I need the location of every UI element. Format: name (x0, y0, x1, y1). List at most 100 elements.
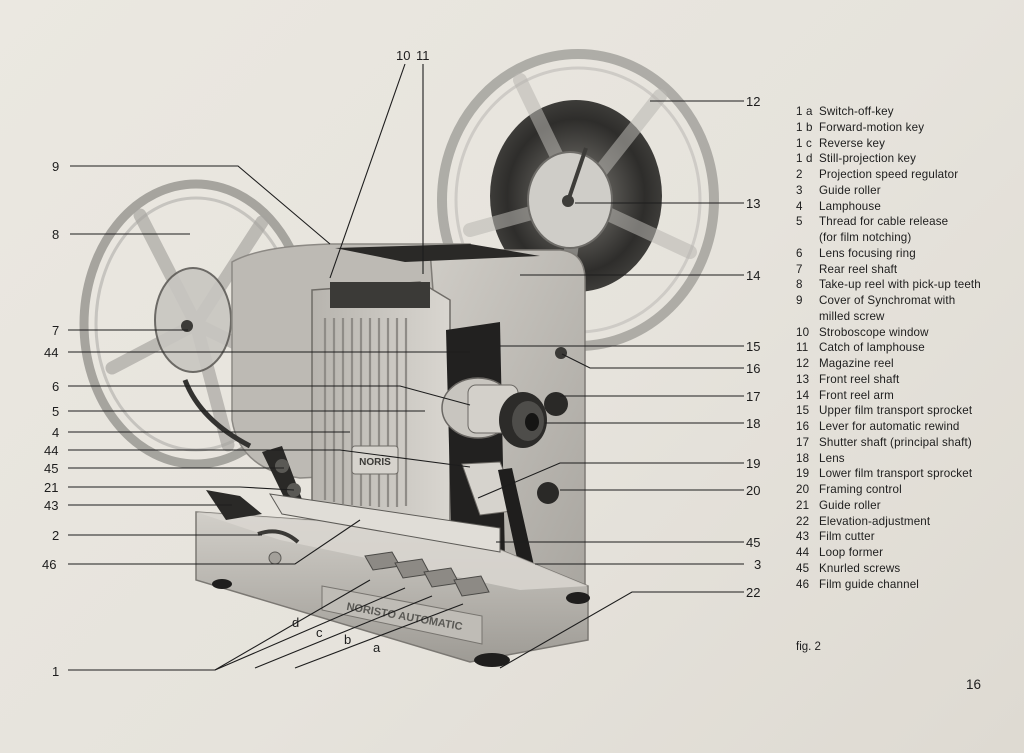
legend-text: Take-up reel with pick-up teeth (819, 277, 1016, 293)
legend-text: Cover of Synchromat with milled screw (819, 293, 1016, 325)
legend-item: 8 Take-up reel with pick-up teeth (796, 277, 1016, 293)
legend-text-line: Forward-motion key (819, 120, 925, 134)
legend-text: Lamphouse (819, 199, 1016, 215)
callout-21: 21 (44, 480, 58, 495)
legend-key: 46 (796, 577, 810, 591)
legend-text-line: Film cutter (819, 530, 875, 544)
callout-44-lower: 44 (44, 443, 58, 458)
legend-text-line: Guide roller (819, 183, 881, 197)
legend-key: 8 (796, 278, 803, 292)
legend-text: Reverse key (819, 136, 1016, 152)
legend-key: 11 (796, 341, 809, 355)
legend-text: Projection speed regulator (819, 167, 1016, 183)
callout-43: 43 (44, 498, 58, 513)
legend-text-line: Still-projection key (819, 152, 917, 166)
legend-key: 22 (796, 514, 810, 528)
legend-text: Elevation-adjustment (819, 514, 1016, 530)
callout-17: 17 (746, 389, 760, 404)
legend-item: 15 Upper film transport sprocket (796, 403, 1016, 419)
callout-10: 10 (396, 48, 410, 63)
legend-text: Lens focusing ring (819, 246, 1016, 262)
legend-text-line: Lever for automatic rewind (819, 420, 960, 433)
legend-text-line: Cover of Synchromat with (819, 294, 956, 307)
legend-text: Front reel arm (819, 388, 1016, 404)
legend-text-line: Knurled screws (819, 561, 901, 575)
callout-5: 5 (52, 404, 59, 419)
legend-key: 6 (796, 246, 803, 260)
callout-14: 14 (746, 268, 760, 283)
legend-item: 43 Film cutter (796, 529, 1016, 545)
legend-item: 22 Elevation-adjustment (796, 514, 1016, 530)
legend-text-line: milled screw (819, 309, 885, 323)
legend-text: Guide roller (819, 183, 1016, 199)
legend-key: 4 (796, 199, 803, 213)
legend-text: Upper film transport sprocket (819, 403, 1016, 419)
callout-44-upper: 44 (44, 345, 58, 360)
legend-key: 2 (796, 168, 803, 181)
callout-numbers: 9 8 7 44 6 5 4 44 45 21 43 2 46 1 10 11 … (42, 48, 761, 679)
legend-item: 44 Loop former (796, 545, 1016, 561)
legend-text-line: Loop former (819, 546, 884, 559)
legend-text: Loop former (819, 545, 1016, 561)
legend-text: Still-projection key (819, 151, 1016, 167)
legend-key: 20 (796, 483, 810, 496)
projector-body: NORIS (182, 243, 590, 667)
legend-key: 44 (796, 546, 810, 559)
legend-key: 45 (796, 561, 810, 575)
legend-text: Guide roller (819, 498, 1016, 514)
callout-9: 9 (52, 159, 59, 174)
legend-text-line: Thread for cable release (819, 215, 949, 229)
legend-text-line: Front reel shaft (819, 372, 900, 386)
callout-45-right: 45 (746, 535, 760, 550)
callout-20: 20 (746, 483, 760, 498)
callout-1: 1 (52, 664, 59, 679)
legend-item: 46 Film guide channel (796, 577, 1016, 593)
callout-7: 7 (52, 323, 59, 338)
legend-text: Rear reel shaft (819, 262, 1016, 278)
callout-a: a (373, 640, 381, 655)
callout-11: 11 (416, 48, 430, 63)
legend-text: Front reel shaft (819, 372, 1016, 388)
legend-text-line: Framing control (819, 483, 902, 496)
legend-text-line: Rear reel shaft (819, 262, 898, 276)
legend-key: 21 (796, 498, 810, 512)
legend-text-line: Upper film transport sprocket (819, 404, 973, 418)
legend-item: 20 Framing control (796, 482, 1016, 498)
callout-16: 16 (746, 361, 760, 376)
legend-text-line: Lens focusing ring (819, 246, 916, 260)
legend-text: Film guide channel (819, 577, 1016, 593)
legend-item: 4 Lamphouse (796, 199, 1016, 215)
legend-text: Shutter shaft (principal shaft) (819, 435, 1016, 451)
legend-text-line: Magazine reel (819, 357, 894, 370)
legend-text-line: Stroboscope window (819, 325, 929, 339)
callout-d: d (292, 615, 299, 630)
legend-text-line: Projection speed regulator (819, 168, 959, 181)
legend-key: 5 (796, 215, 803, 229)
callout-b: b (344, 632, 351, 647)
legend-key: 43 (796, 530, 810, 544)
page-number: 16 (966, 677, 982, 692)
callout-12: 12 (746, 94, 760, 109)
callout-13: 13 (746, 196, 760, 211)
legend-key: 1 d (796, 152, 813, 166)
legend-text: Lever for automatic rewind (819, 419, 1016, 435)
legend-key: 15 (796, 404, 810, 418)
callout-18: 18 (746, 416, 760, 431)
